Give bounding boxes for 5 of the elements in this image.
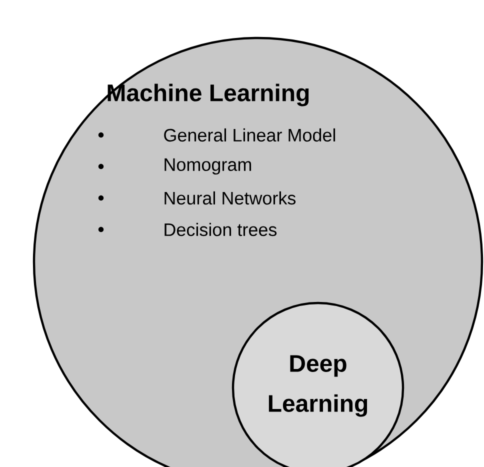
label: Deep Learning	[268, 355, 368, 417]
list-item: Decision trees	[164, 222, 277, 236]
list-item: Neural Networks	[164, 191, 296, 205]
list-item: Nomogram	[164, 158, 252, 175]
list-item: General Linear Model	[164, 128, 336, 142]
